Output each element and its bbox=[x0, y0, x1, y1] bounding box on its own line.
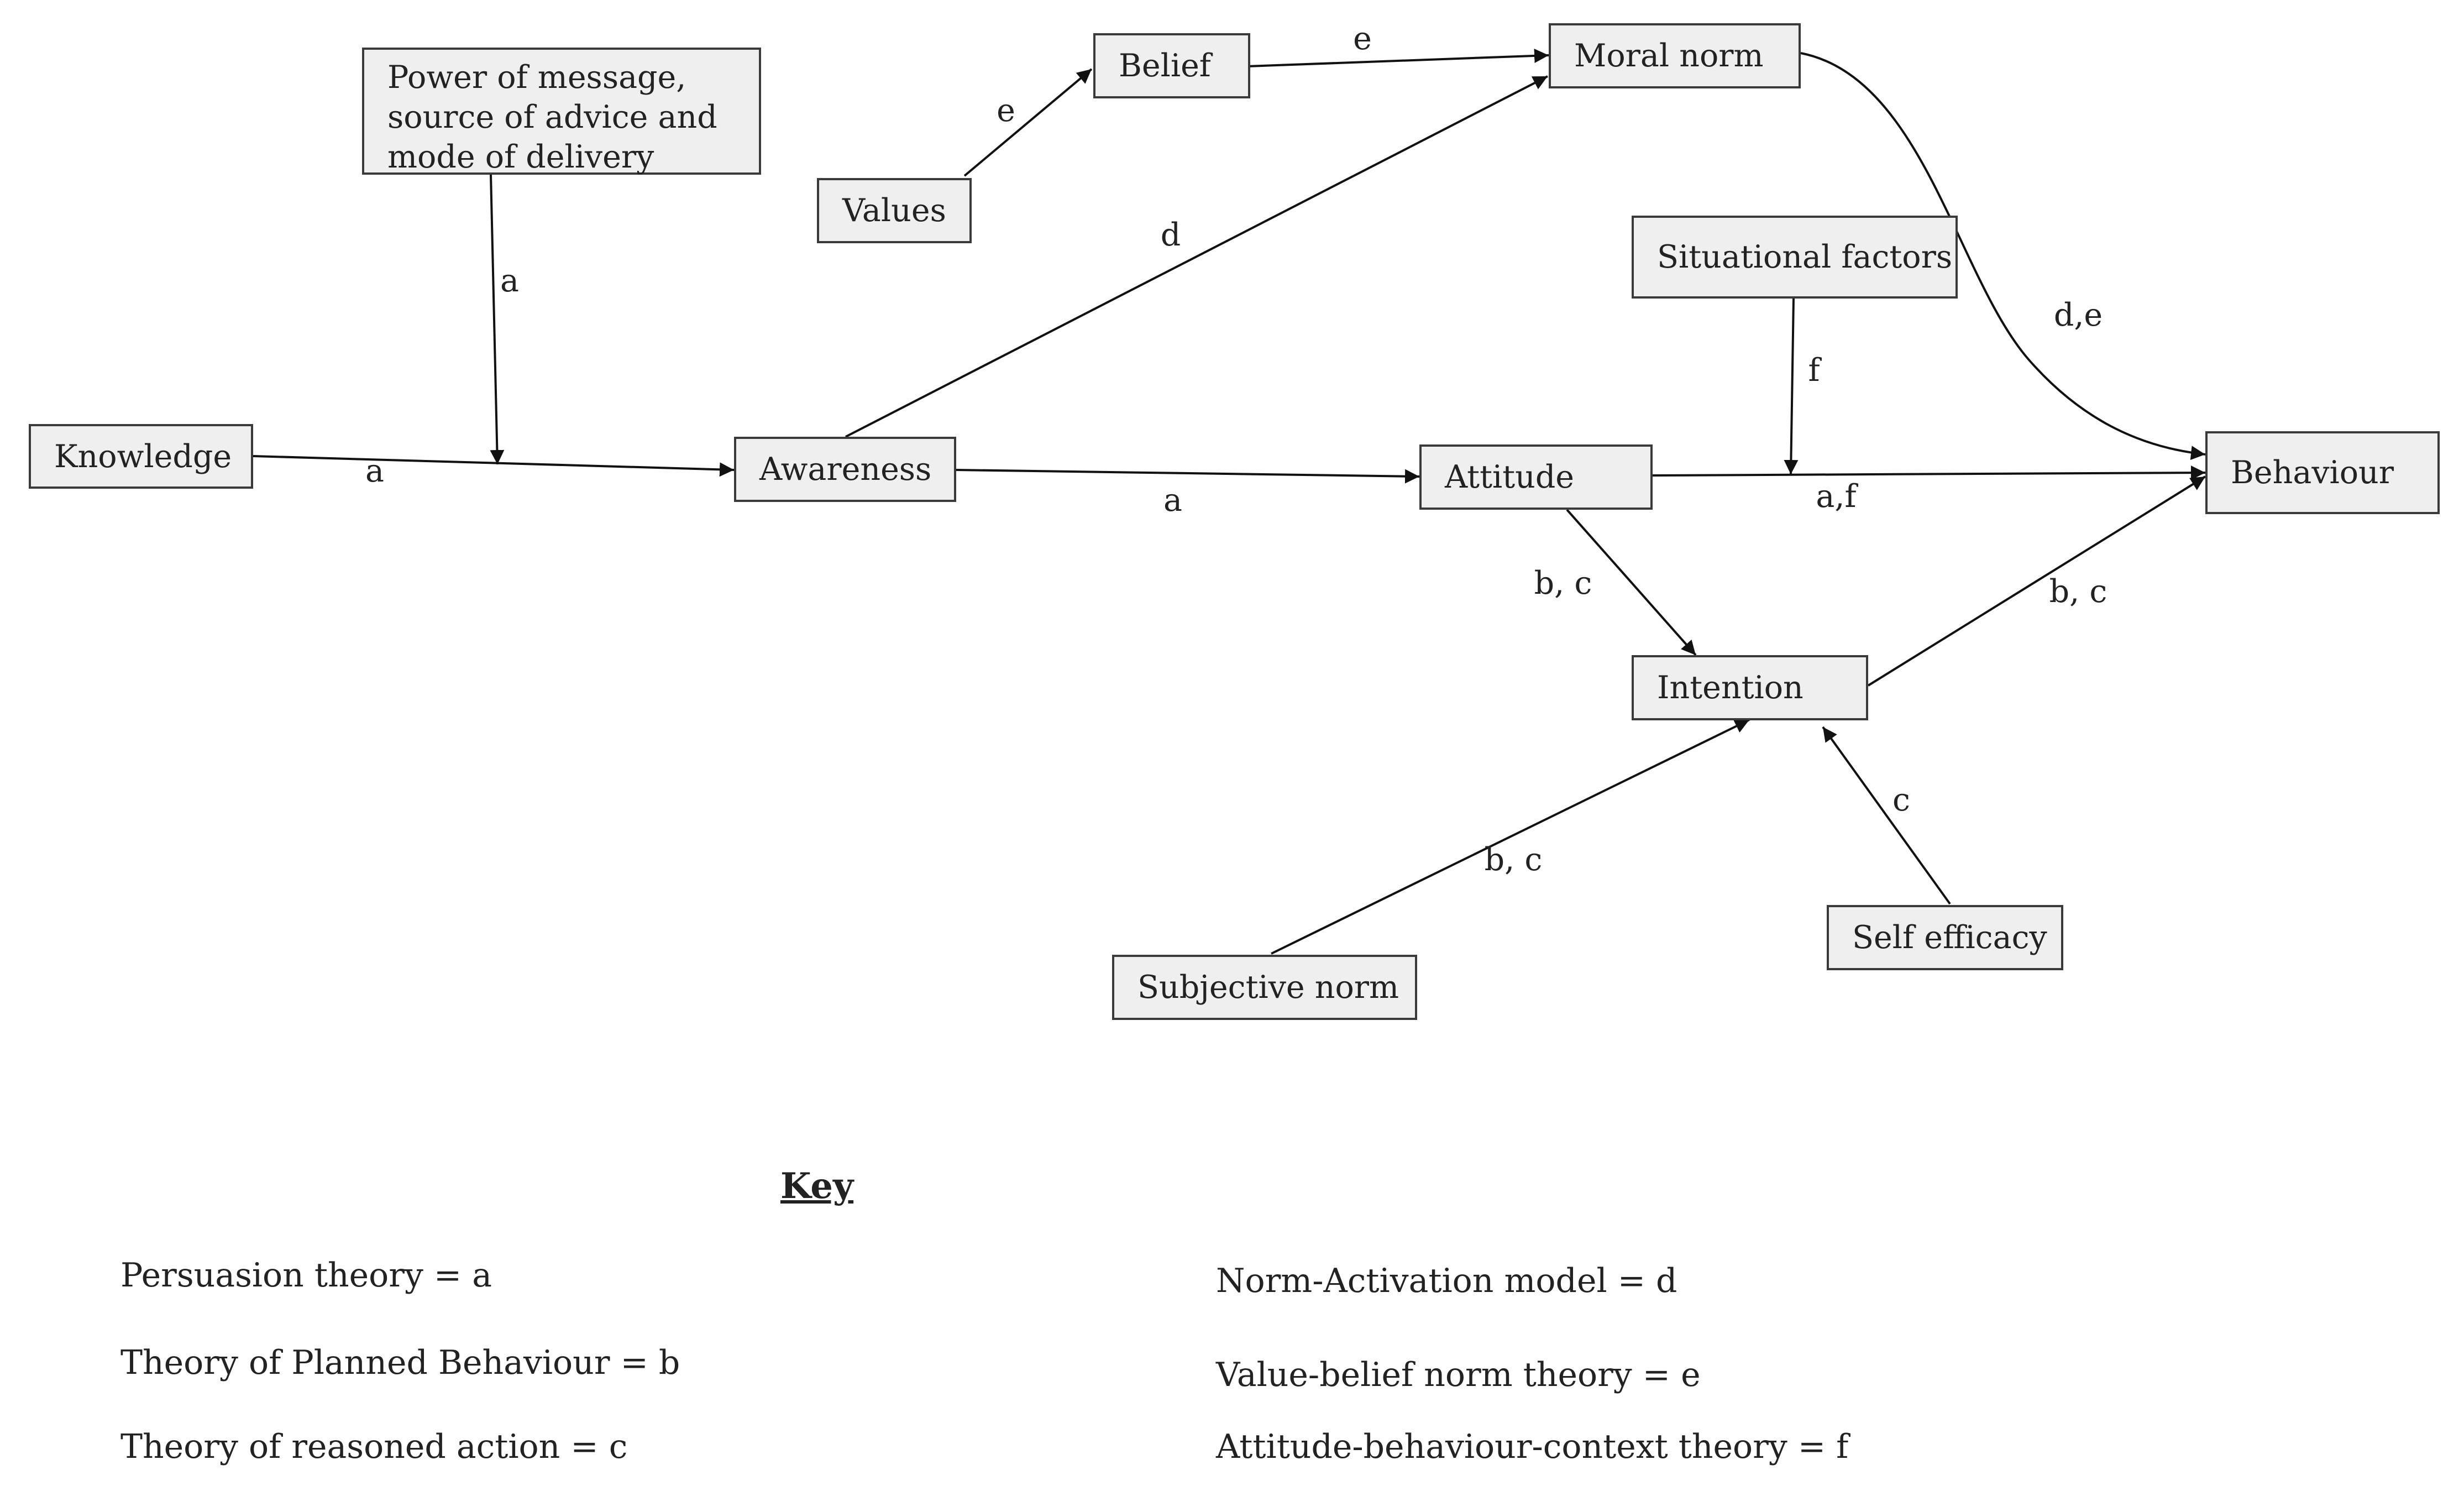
node-situational-factors: Situational factors bbox=[1632, 216, 1958, 299]
edge-awareness-to-moral-norm bbox=[845, 75, 1548, 438]
edge-power-to-line bbox=[490, 174, 505, 465]
edge-label-awareness-moral-norm: d bbox=[1160, 217, 1181, 253]
edge-knowledge-to-awareness bbox=[253, 455, 735, 477]
edge-moral-norm-to-behaviour bbox=[1800, 52, 2206, 461]
node-subjective-norm: Subjective norm bbox=[1112, 955, 1417, 1020]
node-intention: Intention bbox=[1632, 655, 1868, 720]
node-belief: Belief bbox=[1093, 33, 1250, 98]
edge-label-subjective-norm-intention: b, c bbox=[1484, 841, 1543, 878]
edge-label-attitude-behaviour: a,f bbox=[1816, 478, 1857, 515]
edge-label-belief-moral-norm: e bbox=[1353, 20, 1372, 57]
edge-subjective-norm-to-intention bbox=[1271, 719, 1750, 955]
key-item-planned-behaviour: Theory of Planned Behaviour = b bbox=[120, 1343, 680, 1382]
edge-label-intention-behaviour: b, c bbox=[2049, 573, 2107, 610]
edge-attitude-to-behaviour bbox=[1652, 465, 2206, 480]
node-attitude: Attitude bbox=[1419, 444, 1653, 510]
node-behaviour: Behaviour bbox=[2205, 431, 2440, 514]
edge-situational-to-line bbox=[1784, 298, 1799, 475]
key-item-abc-theory: Attitude-behaviour-context theory = f bbox=[1216, 1427, 1849, 1466]
edge-label-power: a bbox=[500, 263, 519, 299]
edge-self-efficacy-to-intention bbox=[1822, 726, 1951, 905]
node-values: Values bbox=[817, 178, 972, 243]
edge-attitude-to-intention bbox=[1566, 509, 1697, 656]
edge-belief-to-moral-norm bbox=[1246, 48, 1549, 67]
node-moral-norm: Moral norm bbox=[1549, 23, 1801, 88]
edge-label-attitude-intention: b, c bbox=[1534, 565, 1592, 601]
edge-label-self-efficacy-intention: c bbox=[1892, 782, 1910, 818]
key-item-reasoned-action: Theory of reasoned action = c bbox=[120, 1427, 628, 1466]
key-item-norm-activation: Norm-Activation model = d bbox=[1216, 1262, 1677, 1300]
node-self-efficacy: Self efficacy bbox=[1827, 905, 2063, 970]
key-item-value-belief-norm: Value-belief norm theory = e bbox=[1216, 1356, 1701, 1394]
node-knowledge: Knowledge bbox=[29, 424, 253, 489]
edge-intention-to-behaviour bbox=[1867, 475, 2206, 687]
key-item-persuasion: Persuasion theory = a bbox=[120, 1256, 492, 1295]
edge-awareness-to-attitude bbox=[956, 469, 1420, 484]
key-title: Key bbox=[780, 1165, 854, 1207]
edge-label-moral-norm-behaviour: d,e bbox=[2053, 297, 2103, 333]
node-awareness: Awareness bbox=[734, 437, 956, 502]
edge-values-to-belief bbox=[963, 68, 1093, 177]
node-power-of-message: Power of message, source of advice and m… bbox=[362, 48, 761, 175]
edge-label-knowledge-awareness: a bbox=[365, 453, 384, 489]
edge-label-situational: f bbox=[1808, 352, 1820, 389]
edge-label-values-belief: e bbox=[997, 92, 1015, 129]
edge-label-awareness-attitude: a bbox=[1163, 482, 1182, 519]
